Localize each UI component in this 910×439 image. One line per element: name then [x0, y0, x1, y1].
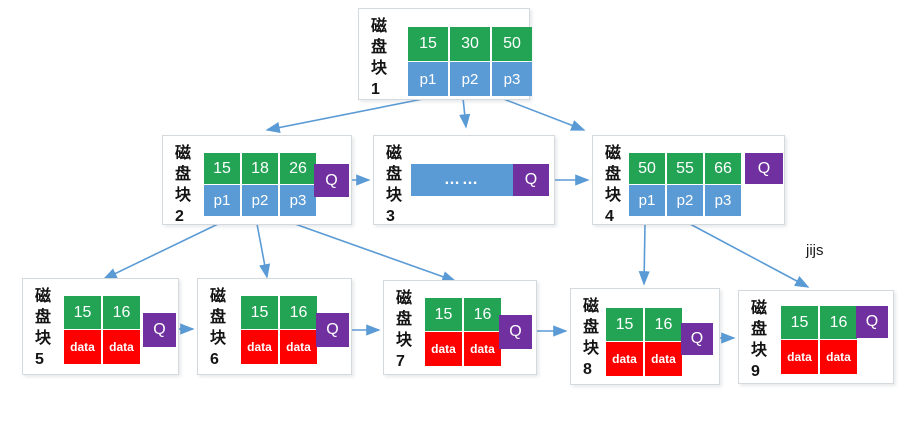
disk-block-4: 磁盘块4 50 55 66 p1 p2 p3 Q — [592, 135, 785, 225]
next-pointer-q: Q — [856, 306, 888, 338]
key-row: 15 16 — [606, 308, 682, 341]
key-cell: 16 — [280, 296, 317, 329]
disk-block-7-label: 磁盘块7 — [396, 290, 413, 370]
data-cell: data — [103, 330, 140, 364]
disk-block-5-label: 磁盘块5 — [35, 288, 52, 368]
key-row: 15 18 26 — [204, 153, 316, 184]
data-cell: data — [606, 342, 643, 376]
disk-block-3-label: 磁盘块3 — [386, 145, 403, 225]
disk-block-2: 磁盘块2 15 18 26 p1 p2 p3 Q — [162, 135, 352, 225]
pointer-cell: p2 — [667, 185, 703, 216]
pointer-cell: p1 — [629, 185, 665, 216]
pointer-row: p1 p2 p3 — [629, 185, 741, 216]
disk-block-6-label: 磁盘块6 — [210, 288, 227, 368]
key-cell: 16 — [464, 298, 501, 331]
pointer-cell: p1 — [204, 185, 240, 216]
data-cell: data — [464, 332, 501, 366]
data-cell: data — [820, 340, 857, 374]
next-pointer-q: Q — [316, 313, 349, 347]
arrow-b1p1-b2 — [265, 97, 429, 133]
data-cell: data — [280, 330, 317, 364]
arrow-b4p1-b8 — [638, 223, 650, 286]
data-row: data data — [606, 342, 682, 376]
pointer-row: p1 p2 p3 — [204, 185, 316, 216]
data-row: data data — [241, 330, 317, 364]
key-cell: 55 — [667, 153, 703, 184]
data-cell: data — [64, 330, 101, 364]
next-pointer-q: Q — [681, 323, 713, 355]
arrow-b1p2-b3 — [459, 97, 471, 129]
disk-block-3: 磁盘块3 …… Q — [373, 135, 555, 225]
data-row: data data — [64, 330, 140, 364]
key-cell: 18 — [242, 153, 278, 184]
key-cell: 15 — [64, 296, 101, 329]
key-cell: 16 — [820, 306, 857, 339]
data-cell: data — [781, 340, 818, 374]
pointer-cell: p3 — [705, 185, 741, 216]
disk-block-6: 磁盘块6 15 16 data data Q — [197, 278, 352, 375]
next-pointer-q: Q — [499, 315, 532, 349]
disk-block-2-label: 磁盘块2 — [175, 145, 192, 225]
key-cell: 15 — [425, 298, 462, 331]
arrow-b2p2-b6 — [256, 223, 271, 279]
arrow-b2p3-b7 — [294, 223, 457, 282]
key-cell: 15 — [241, 296, 278, 329]
pointer-cell: p3 — [492, 62, 532, 96]
arrow-b1p3-b4 — [500, 97, 586, 131]
key-cell: 15 — [606, 308, 643, 341]
key-row: 50 55 66 — [629, 153, 741, 184]
key-cell: 15 — [781, 306, 818, 339]
key-row: 15 16 — [781, 306, 857, 339]
key-row: 15 30 50 — [408, 27, 532, 61]
arrow-b2p1-b5 — [102, 223, 219, 280]
pointer-cell: p2 — [242, 185, 278, 216]
pointer-cell: p1 — [408, 62, 448, 96]
data-cell: data — [645, 342, 682, 376]
arrow-b4p2-b9 — [689, 223, 810, 288]
data-row: data data — [781, 340, 857, 374]
pointer-row: p1 p2 p3 — [408, 62, 532, 96]
key-row: 15 16 — [64, 296, 140, 329]
pointer-cell: p3 — [280, 185, 316, 216]
disk-block-8: 磁盘块8 15 16 data data Q — [570, 288, 720, 385]
key-row: 15 16 — [241, 296, 317, 329]
disk-block-4-label: 磁盘块4 — [605, 145, 622, 225]
key-cell: 66 — [705, 153, 741, 184]
key-cell: 50 — [492, 27, 532, 61]
data-cell: data — [425, 332, 462, 366]
disk-block-1: 磁盘块1 15 30 50 p1 p2 p3 — [358, 8, 532, 100]
disk-block-7: 磁盘块7 15 16 data data Q — [383, 280, 537, 375]
disk-block-9: 磁盘块9 15 16 data data Q — [738, 290, 894, 384]
key-row: 15 16 — [425, 298, 501, 331]
disk-block-8-label: 磁盘块8 — [583, 298, 600, 378]
key-cell: 15 — [408, 27, 448, 61]
data-cell: data — [241, 330, 278, 364]
next-pointer-q: Q — [314, 164, 349, 197]
next-pointer-q: Q — [745, 153, 783, 184]
key-cell: 16 — [103, 296, 140, 329]
disk-block-9-label: 磁盘块9 — [751, 300, 768, 380]
disk-block-5: 磁盘块5 15 16 data data Q — [22, 278, 179, 375]
key-cell: 16 — [645, 308, 682, 341]
key-cell: 15 — [204, 153, 240, 184]
pointer-cell: p2 — [450, 62, 490, 96]
next-pointer-q: Q — [513, 164, 549, 196]
key-cell: 30 — [450, 27, 490, 61]
data-row: data data — [425, 332, 501, 366]
disk-block-1-label: 磁盘块1 — [371, 18, 388, 98]
next-pointer-q: Q — [143, 313, 176, 347]
key-cell: 26 — [280, 153, 316, 184]
key-cell: 50 — [629, 153, 665, 184]
ellipsis-cell: …… — [411, 164, 513, 196]
annotation-jijs: jijs — [806, 242, 824, 259]
